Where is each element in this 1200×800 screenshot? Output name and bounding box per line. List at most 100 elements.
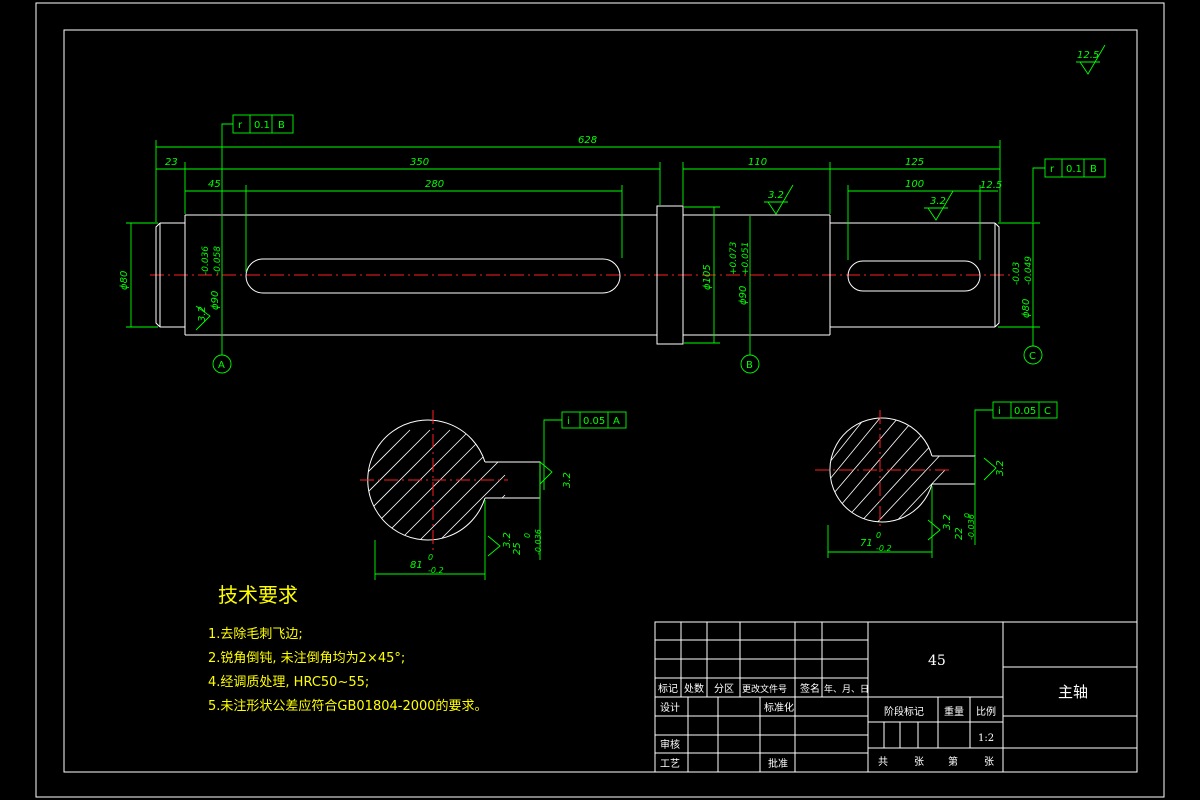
- roughness-icon: 3.2: [764, 184, 794, 215]
- tolerance-frame: i 0.05 C: [974, 401, 1058, 475]
- dim-phi105: ϕ105: [702, 264, 713, 290]
- dim-100: 100: [905, 179, 924, 190]
- svg-text:r: r: [238, 120, 243, 131]
- svg-text:3.2: 3.2: [502, 532, 513, 548]
- svg-text:标记: 标记: [658, 683, 678, 695]
- svg-text:r: r: [1050, 164, 1055, 175]
- tech-item: 2.锐角倒钝, 未注倒角均为2×45°;: [208, 651, 405, 666]
- tolerance-frame: r 0.1 B: [221, 114, 294, 214]
- svg-text:3.2: 3.2: [942, 514, 953, 530]
- svg-text:更改文件号: 更改文件号: [742, 683, 787, 695]
- datum-c: C: [1023, 327, 1043, 365]
- svg-text:3.2: 3.2: [197, 306, 208, 322]
- section-view-c: 71 0 -0.2 22 0 -0.036: [815, 410, 976, 558]
- shaft-view: [150, 205, 1010, 345]
- dim-phi80-left: ϕ80: [119, 271, 130, 290]
- roughness-top-icon: 12.5: [1076, 44, 1106, 75]
- svg-text:-0.03: -0.03: [1012, 261, 1022, 285]
- tolerance-frame: r 0.1 B: [1032, 158, 1106, 222]
- inner-border: [63, 29, 1138, 773]
- tech-item: 5.未注形状公差应符合GB01804-2000的要求。: [208, 698, 488, 714]
- scale-value: 1:2: [978, 733, 994, 744]
- svg-text:工艺: 工艺: [660, 758, 680, 770]
- svg-text:A: A: [613, 416, 620, 427]
- svg-text:12.5: 12.5: [1077, 50, 1099, 61]
- svg-text:71: 71: [860, 538, 873, 549]
- svg-text:A: A: [218, 360, 225, 371]
- roughness-icon: 3.2: [924, 190, 954, 221]
- svg-text:-0.036: -0.036: [201, 246, 211, 275]
- svg-text:B: B: [1090, 164, 1097, 175]
- svg-text:+0.051: +0.051: [741, 242, 751, 275]
- svg-text:0: 0: [523, 533, 532, 538]
- svg-text:3.2: 3.2: [562, 472, 573, 488]
- roughness-icon: 3.2: [487, 532, 513, 557]
- section-view-a: 81 0 -0.2 25 0 -0.036: [360, 410, 543, 580]
- dim-phi90-a: ϕ90: [210, 291, 221, 310]
- svg-text:张: 张: [984, 756, 994, 768]
- dim-23: 23: [165, 157, 178, 168]
- svg-text:分区: 分区: [714, 683, 734, 695]
- svg-text:阶段标记: 阶段标记: [884, 705, 924, 718]
- svg-text:年、月、日: 年、月、日: [824, 683, 869, 695]
- svg-text:批准: 批准: [768, 757, 788, 770]
- part-name: 主轴: [1058, 683, 1088, 701]
- svg-text:0: 0: [963, 513, 972, 518]
- svg-text:22: 22: [954, 527, 965, 540]
- roughness-symbols: 12.5 3.2 3.2 3.2 3.2 3.2 3.2: [195, 44, 1106, 557]
- svg-text:0.1: 0.1: [254, 120, 270, 131]
- dim-628: 628: [578, 135, 597, 146]
- svg-text:3.2: 3.2: [995, 460, 1006, 476]
- material: 45: [928, 653, 946, 669]
- dim-125: 125: [905, 157, 924, 168]
- svg-text:B: B: [746, 360, 753, 371]
- keyway-short: [847, 260, 981, 292]
- svg-text:C: C: [1044, 406, 1051, 417]
- svg-text:-0.049: -0.049: [1024, 256, 1034, 285]
- tech-item: 4.经调质处理, HRC50~55;: [208, 675, 369, 690]
- datum-a: A: [212, 335, 232, 374]
- dimensions: 628 23 350 110 125 45 280 100 12.5 ϕ80 ϕ…: [119, 135, 1040, 344]
- tech-item: 1.去除毛刺飞边;: [208, 627, 303, 642]
- dim-110: 110: [748, 157, 767, 168]
- shaft-collar: [656, 205, 684, 345]
- svg-text:0.05: 0.05: [1014, 406, 1036, 417]
- tech-requirements: 技术要求 1.去除毛刺飞边; 2.锐角倒钝, 未注倒角均为2×45°; 4.经调…: [208, 583, 488, 714]
- svg-text:-0.036: -0.036: [534, 529, 543, 555]
- keyway-long: [245, 258, 621, 294]
- svg-text:-0.2: -0.2: [876, 544, 892, 553]
- datum-b: B: [740, 335, 760, 374]
- svg-text:-0.2: -0.2: [428, 566, 444, 575]
- tech-title: 技术要求: [218, 583, 298, 607]
- svg-text:B: B: [278, 120, 285, 131]
- svg-text:3.2: 3.2: [768, 190, 784, 201]
- svg-text:3.2: 3.2: [930, 196, 946, 207]
- dim-12-5: 12.5: [980, 180, 1002, 191]
- roughness-icon: 3.2: [195, 305, 211, 331]
- title-block: 标记 处数 分区 更改文件号 签名 年、月、日 设计 标准化 审核 工艺 批准 …: [654, 621, 1138, 773]
- tolerance-frame: i 0.05 A: [543, 411, 627, 490]
- svg-text:C: C: [1029, 351, 1036, 362]
- svg-text:第: 第: [948, 755, 958, 768]
- svg-text:+0.073: +0.073: [729, 241, 739, 275]
- outer-border: [35, 2, 1165, 798]
- svg-text:审核: 审核: [660, 738, 680, 751]
- svg-text:标准化: 标准化: [764, 701, 794, 714]
- svg-text:i: i: [998, 406, 1001, 417]
- svg-text:25: 25: [512, 542, 523, 555]
- svg-text:共: 共: [878, 756, 888, 768]
- svg-text:重量: 重量: [944, 705, 964, 718]
- svg-text:比例: 比例: [976, 705, 996, 718]
- svg-text:签名: 签名: [800, 682, 820, 695]
- svg-text:ϕ90: ϕ90: [738, 286, 749, 305]
- svg-text:81: 81: [410, 560, 423, 571]
- svg-text:0: 0: [876, 531, 881, 540]
- svg-text:-0.036: -0.036: [967, 514, 976, 540]
- svg-text:-0.058: -0.058: [213, 246, 223, 275]
- svg-text:0.1: 0.1: [1066, 164, 1082, 175]
- svg-text:张: 张: [914, 756, 924, 768]
- dim-350: 350: [410, 157, 429, 168]
- roughness-icon: 3.2: [539, 461, 573, 488]
- dim-45: 45: [208, 179, 221, 190]
